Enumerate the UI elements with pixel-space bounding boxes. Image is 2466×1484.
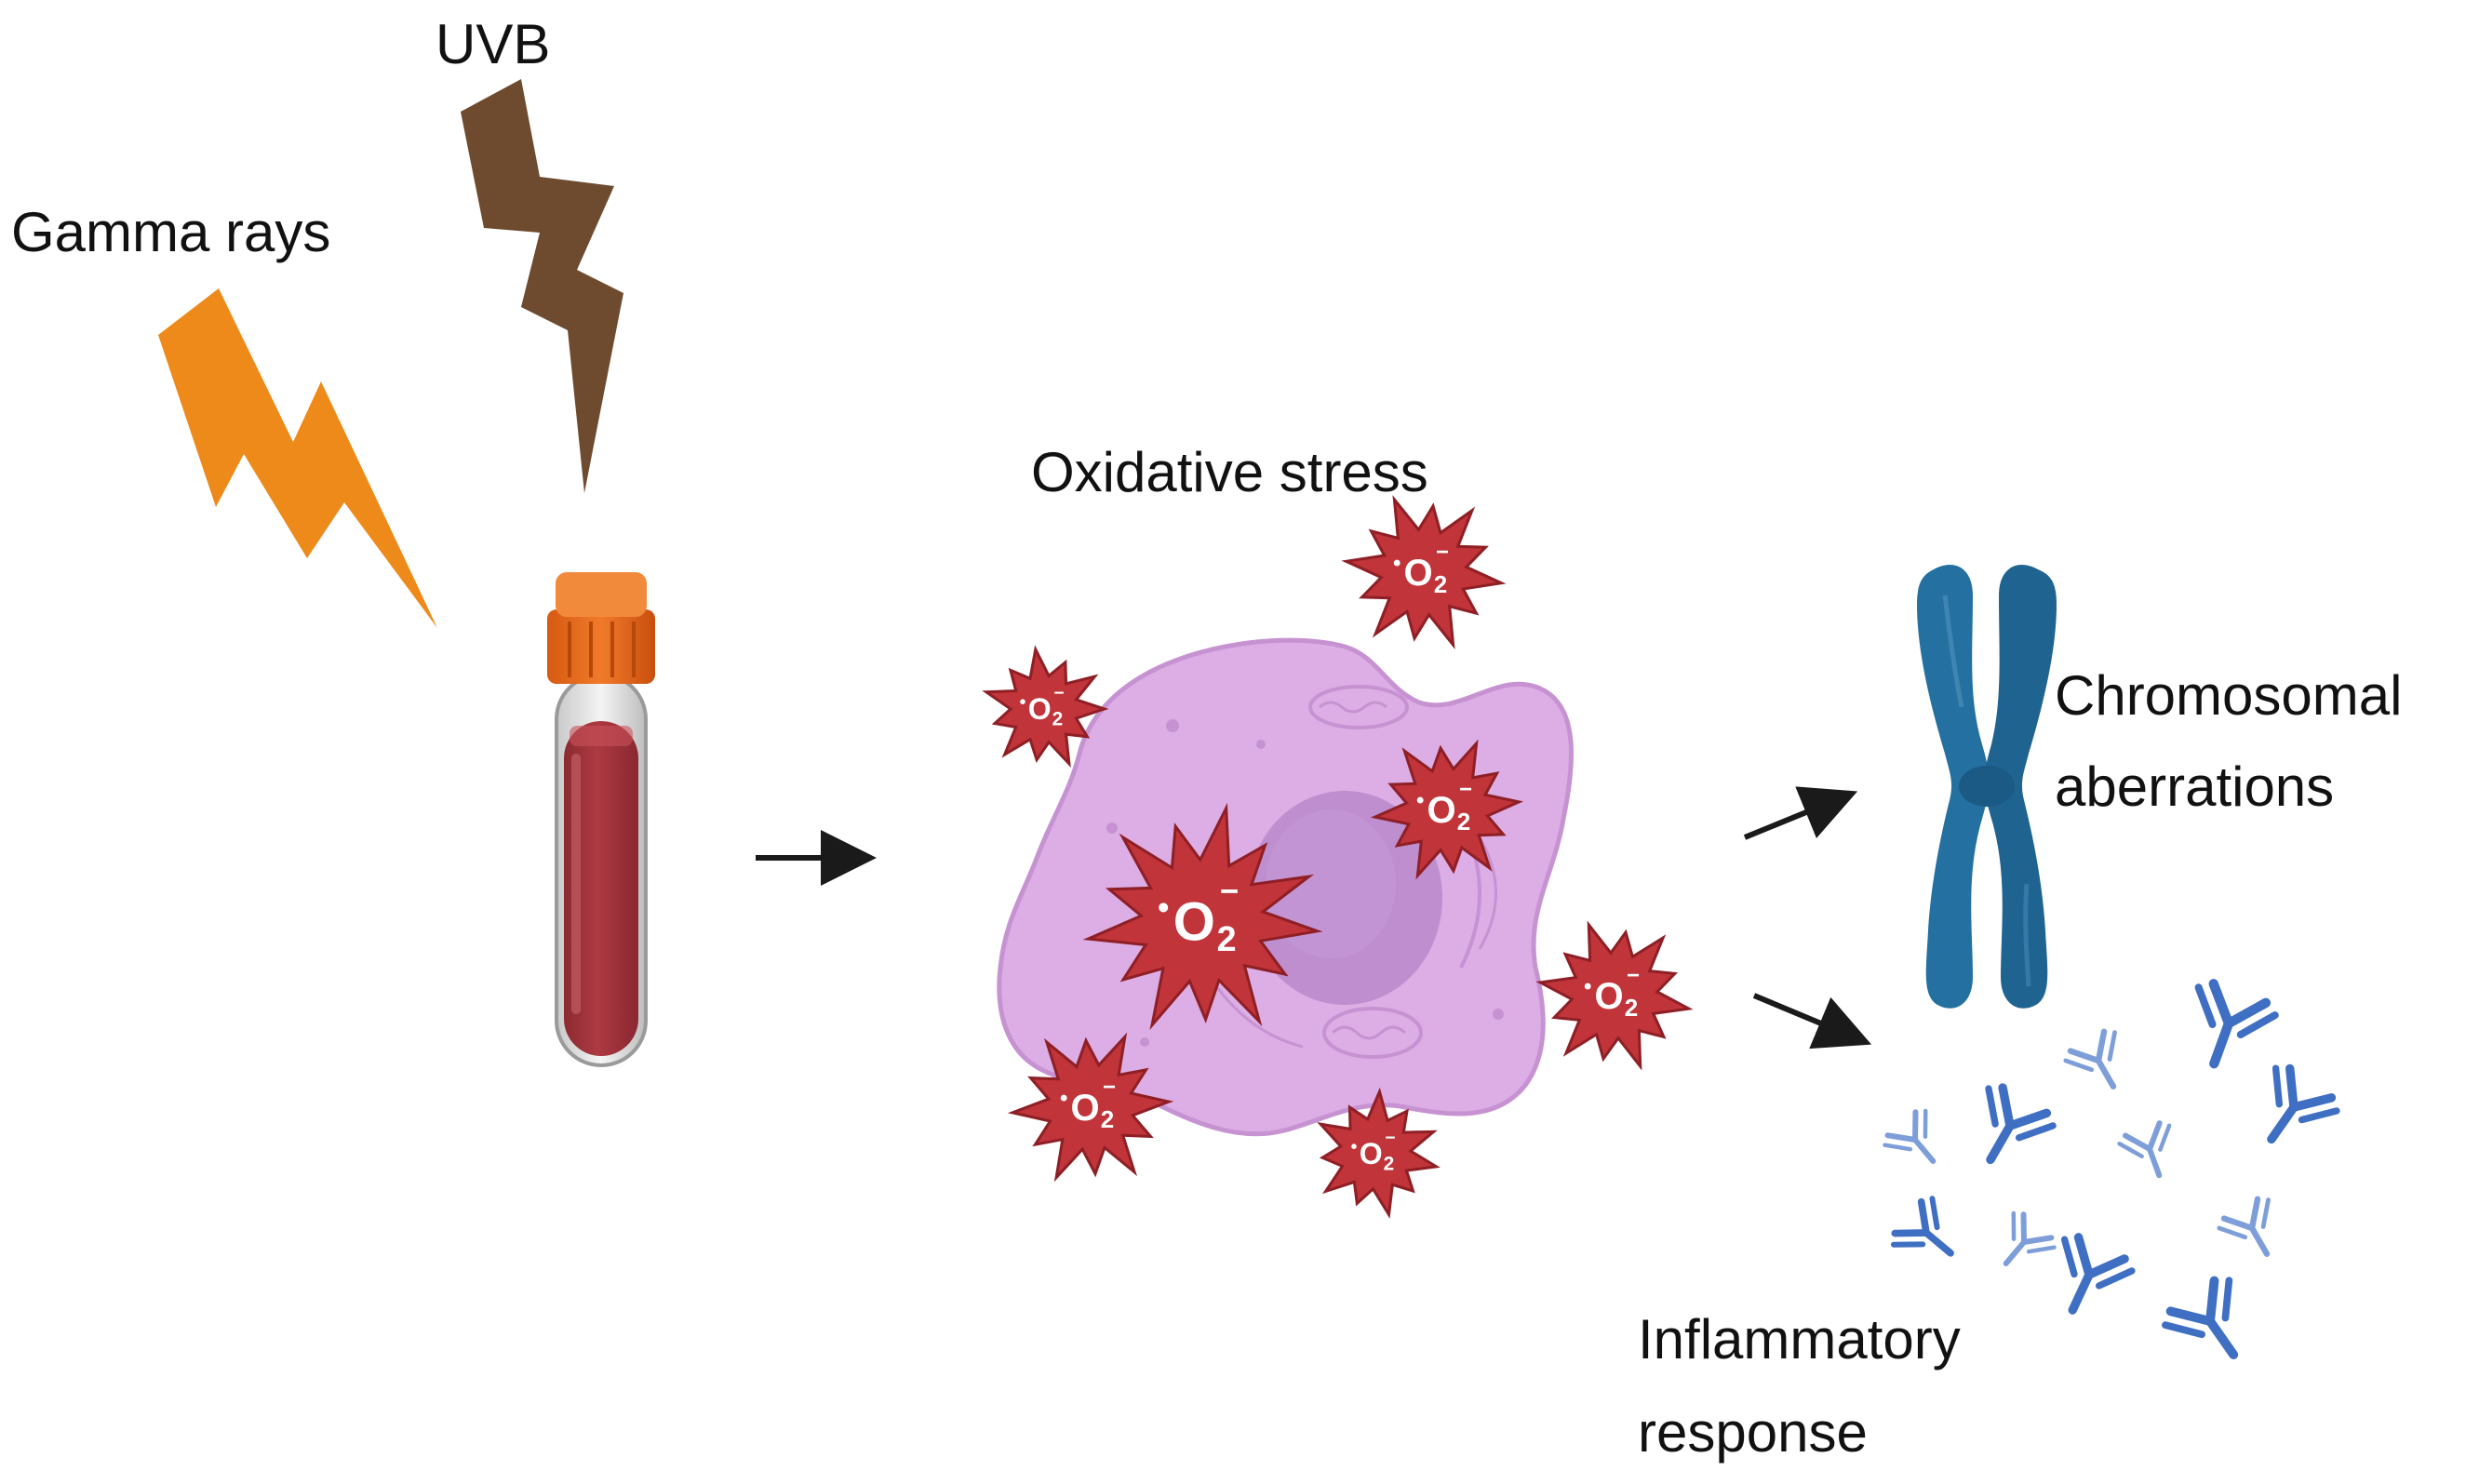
superoxide-charge: − bbox=[1220, 874, 1239, 910]
superoxide-subscript: 2 bbox=[1052, 709, 1064, 730]
blood-tube-icon bbox=[547, 572, 655, 1067]
superoxide-starburst bbox=[1535, 920, 1694, 1071]
uvb-bolt-icon bbox=[461, 79, 623, 493]
superoxide-subscript: 2 bbox=[1625, 994, 1638, 1022]
arrow-icon bbox=[1743, 786, 1858, 840]
inflammatory-response-label-line2: response bbox=[1638, 1401, 1868, 1464]
superoxide-dot: • bbox=[1351, 1137, 1358, 1156]
superoxide-symbol: O bbox=[1594, 976, 1623, 1017]
superoxide-symbol: O bbox=[1403, 553, 1432, 594]
oxidative-stress-label: Oxidative stress bbox=[1031, 441, 1428, 503]
superoxide-charge: − bbox=[1053, 684, 1064, 703]
chromosomal-aberrations-label-line2: aberrations bbox=[2055, 755, 2335, 818]
superoxide-dot: • bbox=[1584, 974, 1591, 999]
superoxide-subscript: 2 bbox=[1384, 1154, 1395, 1175]
superoxide-subscript: 2 bbox=[1217, 919, 1237, 958]
superoxide-starburst bbox=[982, 645, 1109, 769]
gamma-ray-bolt-icon bbox=[158, 288, 437, 628]
chromosome-icon bbox=[1917, 565, 2057, 1009]
antibody-icon bbox=[1958, 1082, 2057, 1179]
superoxide-symbol: O bbox=[1028, 692, 1052, 726]
superoxide-starburst bbox=[1082, 802, 1323, 1031]
superoxide-starburst bbox=[1317, 1087, 1441, 1219]
chromosomal-aberrations-label-line1: Chromosomal bbox=[2055, 664, 2403, 727]
antibody-icon bbox=[2217, 1195, 2292, 1268]
superoxide-dot: • bbox=[1393, 551, 1401, 576]
gamma-rays-label: Gamma rays bbox=[11, 201, 331, 263]
antibody-icon bbox=[2241, 1062, 2341, 1160]
superoxide-charge: − bbox=[1627, 963, 1640, 988]
antibody-icon bbox=[1889, 1195, 1970, 1277]
superoxide-starburst bbox=[1341, 495, 1507, 649]
superoxide-symbol: O bbox=[1173, 891, 1215, 952]
uvb-label: UVB bbox=[436, 13, 551, 75]
superoxide-charge: − bbox=[1459, 777, 1472, 802]
superoxide-charge: − bbox=[1436, 540, 1449, 565]
superoxide-symbol: O bbox=[1427, 790, 1455, 831]
antibody-icon bbox=[2161, 1274, 2266, 1377]
superoxide-symbol: O bbox=[1070, 1088, 1099, 1129]
antibody-icon bbox=[2118, 1120, 2185, 1184]
superoxide-starburst bbox=[1370, 739, 1524, 880]
superoxide-dot: • bbox=[1020, 692, 1026, 712]
superoxide-dot: • bbox=[1416, 788, 1424, 813]
superoxide-charge: − bbox=[1385, 1129, 1395, 1148]
antibody-icon bbox=[1986, 1209, 2057, 1280]
superoxide-symbol: O bbox=[1360, 1137, 1383, 1170]
inflammatory-response-label-line1: Inflammatory bbox=[1638, 1308, 1961, 1370]
superoxide-subscript: 2 bbox=[1434, 570, 1447, 598]
superoxide-subscript: 2 bbox=[1457, 808, 1470, 836]
superoxide-subscript: 2 bbox=[1101, 1105, 1114, 1133]
antibody-icon bbox=[2063, 1027, 2138, 1101]
arrow-icon bbox=[1752, 993, 1872, 1049]
antibody-icon bbox=[1882, 1106, 1953, 1178]
antibody-icon bbox=[2176, 980, 2278, 1078]
superoxide-dot: • bbox=[1158, 889, 1169, 926]
superoxide-dot: • bbox=[1060, 1086, 1067, 1111]
superoxide-charge: − bbox=[1103, 1075, 1116, 1100]
superoxide-starburst bbox=[1007, 1032, 1174, 1183]
